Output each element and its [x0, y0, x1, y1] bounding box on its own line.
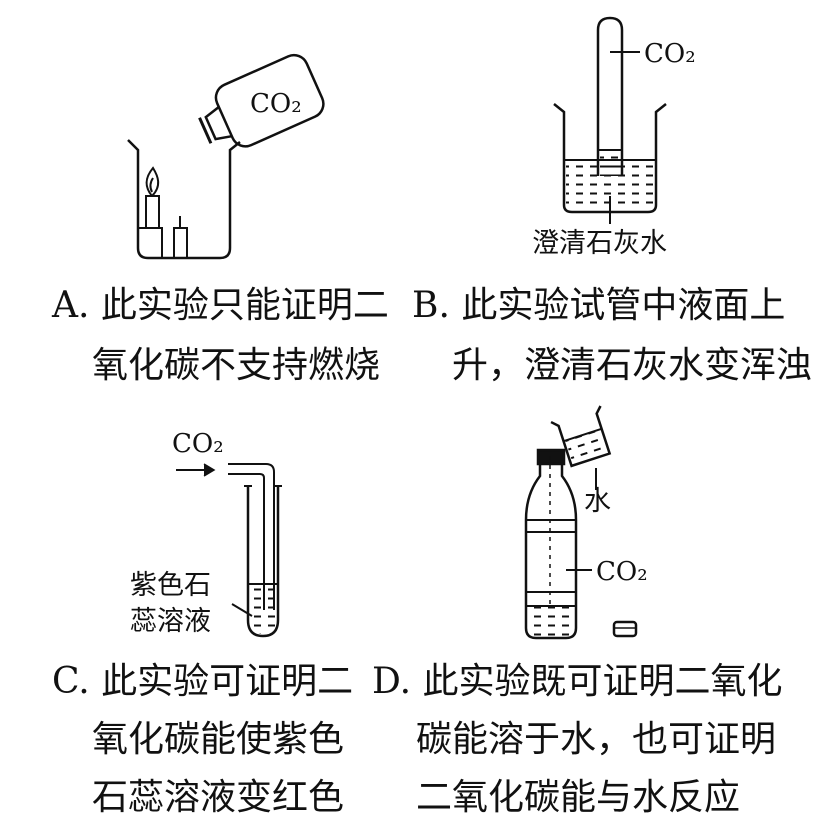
figure-a — [127, 53, 325, 260]
water-in-bottle — [528, 606, 574, 636]
caption-a-line1: A. 此实验只能证明二 — [52, 285, 389, 326]
figure-b — [553, 16, 667, 224]
bottle-co2-label-d: CO₂ — [596, 557, 648, 587]
stepped-platform — [138, 227, 163, 258]
caption-a-line2: 氧化碳不支持燃烧 — [92, 345, 381, 386]
bottle-co2-label: CO₂ — [250, 89, 302, 119]
litmus-label-line2: 蕊溶液 — [130, 606, 211, 637]
plastic-bottle — [524, 464, 578, 640]
tall-candle — [145, 166, 160, 229]
gas-inlet-arrow — [176, 463, 216, 477]
caption-b-line2: 升，澄清石灰水变浑浊 — [452, 345, 813, 386]
tube-co2-label: CO₂ — [644, 39, 696, 69]
beaker-a — [127, 139, 241, 260]
litmus-label-line1: 紫色石 — [130, 570, 211, 601]
caption-c-line2: 氧化碳能使紫色 — [92, 719, 345, 760]
figure-c — [176, 463, 282, 638]
caption-b-line1: B. 此实验试管中液面上 — [412, 285, 786, 326]
caption-d-line2: 碳能溶于水，也可证明 — [416, 719, 777, 760]
bottle-cap-off — [612, 620, 638, 638]
caption-c-line1: C. 此实验可证明二 — [52, 661, 354, 702]
caption-d-line3: 二氧化碳能与水反应 — [416, 777, 741, 818]
inverted-test-tube — [596, 16, 624, 176]
pouring-beaker — [550, 405, 612, 468]
litmus-solution — [250, 584, 276, 634]
water-label: 水 — [584, 486, 611, 517]
bottle-cap-on — [536, 448, 566, 466]
limewater-label: 澄清石灰水 — [532, 228, 667, 259]
co2-bottle — [198, 53, 325, 148]
delivery-tube — [228, 463, 275, 610]
caption-d-line1: D. 此实验既可证明二氧化 — [372, 661, 783, 702]
inlet-co2-label: CO₂ — [172, 429, 224, 459]
short-candle — [173, 216, 188, 259]
figure-d — [524, 405, 638, 640]
test-tube-c — [246, 486, 280, 638]
caption-c-line3: 石蕊溶液变红色 — [92, 777, 345, 818]
